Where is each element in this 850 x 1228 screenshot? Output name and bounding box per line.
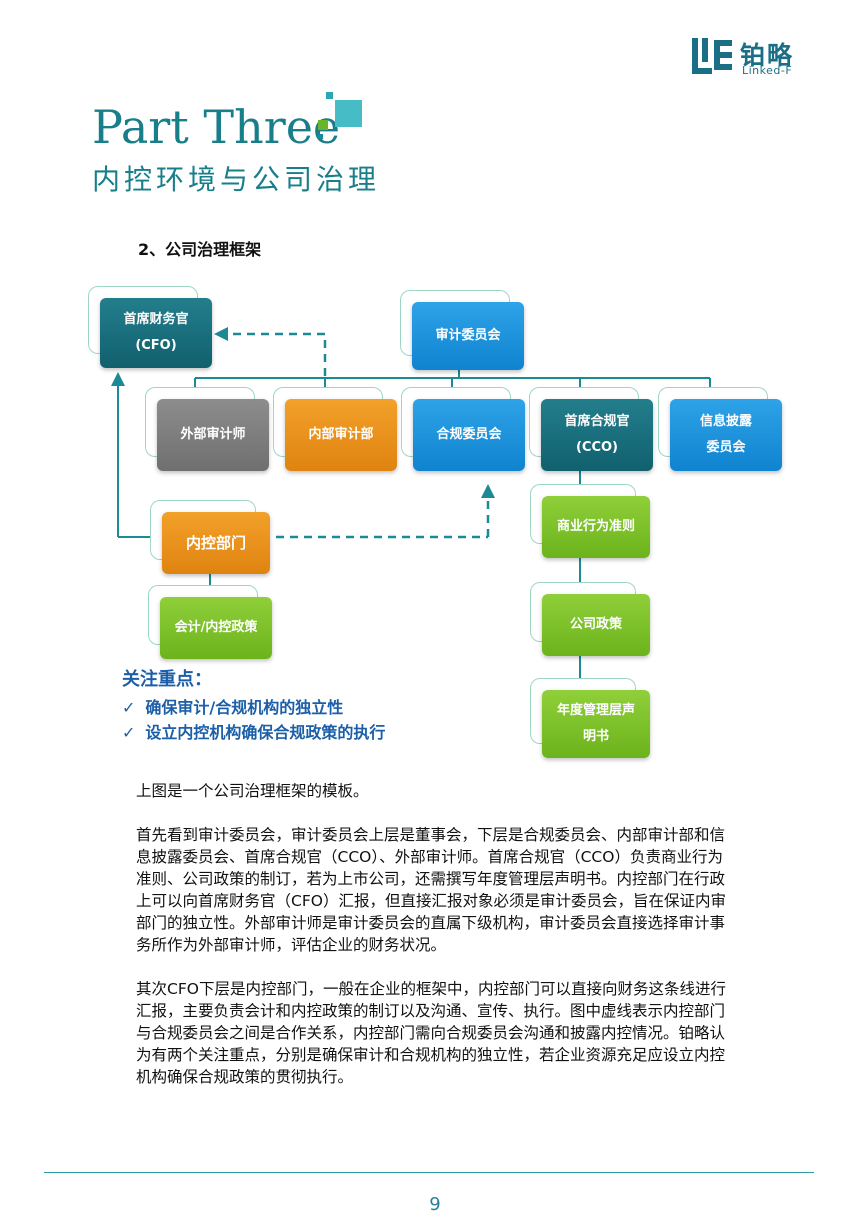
external-auditor-node: 外部审计师 — [145, 387, 269, 471]
external-auditor-label: 外部审计师 — [157, 399, 269, 471]
focus-item: ✓ 确保审计/合规机构的独立性 — [122, 695, 385, 720]
accounting-policy-node: 会计/内控政策 — [148, 585, 272, 659]
disclosure-label-line1: 信息披露 — [699, 414, 752, 429]
accounting-policy-label: 会计/内控政策 — [160, 597, 272, 659]
business-conduct-label: 商业行为准则 — [542, 496, 650, 558]
internal-control-label: 内控部门 — [162, 512, 270, 574]
internal-audit-label: 内部审计部 — [285, 399, 397, 471]
title-decoration-icon — [318, 92, 362, 139]
internal-audit-node: 内部审计部 — [273, 387, 397, 471]
page-number: 9 — [429, 1194, 441, 1215]
annual-statement-node: 年度管理层声 明书 — [530, 678, 650, 758]
annual-statement-line2: 明书 — [582, 729, 609, 744]
brand-logo: 铂略 Linked-F — [692, 36, 822, 80]
compliance-committee-label: 合规委员会 — [413, 399, 525, 471]
cfo-node: 首席财务官 (CFO) — [88, 286, 212, 368]
cco-abbr: (CCO) — [575, 440, 618, 455]
paragraph-audit: 首先看到审计委员会，审计委员会上层是董事会，下层是合规委员会、内部审计部和信息披… — [136, 826, 726, 954]
disclosure-committee-node: 信息披露 委员会 — [658, 387, 782, 471]
part-subtitle: 内控环境与公司治理 — [92, 163, 381, 196]
logo-en-text: Linked-F — [742, 64, 793, 77]
checkmark-icon: ✓ — [122, 698, 136, 717]
section-heading: 2、公司治理框架 — [138, 240, 262, 259]
focus-title: 关注重点： — [122, 669, 212, 690]
company-policy-node: 公司政策 — [530, 582, 650, 656]
disclosure-label-line2: 委员会 — [706, 440, 746, 455]
focus-item-text: 设立内控机构确保合规政策的执行 — [145, 723, 386, 742]
body-text: 上图是一个公司治理框架的模板。 首先看到审计委员会，审计委员会上层是董事会，下层… — [136, 780, 726, 1110]
paragraph-intro: 上图是一个公司治理框架的模板。 — [136, 782, 369, 800]
business-conduct-node: 商业行为准则 — [530, 484, 650, 558]
focus-points: 关注重点： ✓ 确保审计/合规机构的独立性 ✓ 设立内控机构确保合规政策的执行 — [122, 665, 385, 745]
logo-cn-text: 铂略 — [740, 41, 795, 70]
footer-divider — [44, 1172, 814, 1173]
cco-label: 首席合规官 — [564, 414, 630, 429]
cco-node: 首席合规官 (CCO) — [529, 387, 653, 471]
company-policy-label: 公司政策 — [542, 594, 650, 656]
audit-committee-label: 审计委员会 — [412, 302, 524, 370]
paragraph-cfo: 其次CFO下层是内控部门，一般在企业的框架中，内控部门可以直接向财务这条线进行汇… — [136, 980, 726, 1086]
internal-control-node: 内控部门 — [150, 500, 270, 574]
cfo-label: 首席财务官 — [123, 312, 189, 327]
checkmark-icon: ✓ — [122, 723, 136, 742]
focus-item-text: 确保审计/合规机构的独立性 — [145, 698, 344, 717]
audit-committee-node: 审计委员会 — [400, 290, 524, 370]
logo-mark-icon — [692, 38, 732, 74]
annual-statement-line1: 年度管理层声 — [556, 703, 635, 718]
compliance-committee-node: 合规委员会 — [401, 387, 525, 471]
part-title: Part Three — [92, 100, 341, 154]
focus-item: ✓ 设立内控机构确保合规政策的执行 — [122, 720, 385, 745]
cfo-abbr: (CFO) — [135, 338, 177, 353]
